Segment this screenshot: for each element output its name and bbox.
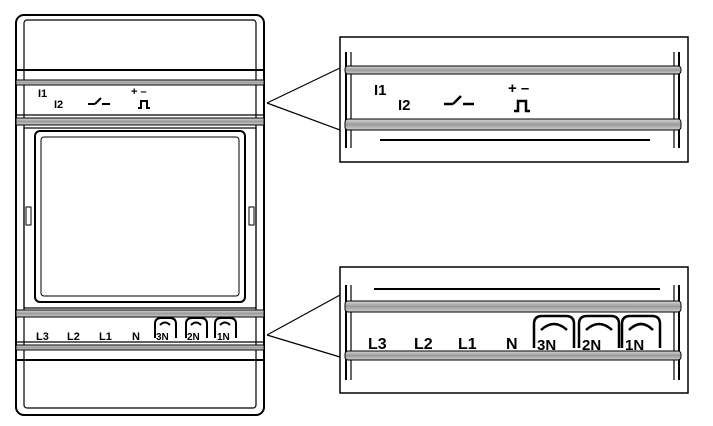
zoom-label-n: N <box>506 336 518 353</box>
terminal-label-1n: 1N <box>217 332 230 343</box>
pulse-polarity-label: + – <box>131 86 147 98</box>
terminal-label-i1: I1 <box>38 88 47 100</box>
zoom-label-i1: I1 <box>374 82 387 99</box>
zoom-switch-symbol-icon <box>444 95 474 106</box>
zoom-label-3n: 3N <box>537 337 556 354</box>
pulse-symbol-icon <box>138 100 150 109</box>
zoom-pulse-polarity-label: + – <box>508 80 529 97</box>
terminal-label-l1: L1 <box>99 331 112 343</box>
zoom-label-2n: 2N <box>582 337 601 354</box>
zoom-label-l1: L1 <box>458 336 477 353</box>
terminal-label-l2: L2 <box>67 331 80 343</box>
switch-symbol-icon <box>88 97 110 105</box>
terminal-label-3n: 3N <box>156 332 169 343</box>
top-zoom-panel: I1 I2 + – <box>339 36 689 163</box>
zoom-label-1n: 1N <box>625 337 644 354</box>
terminal-label-l3: L3 <box>36 331 49 343</box>
zoom-label-l3: L3 <box>368 336 387 353</box>
bottom-terminal-band: L3 L2 L1 N 3N 2N 1N <box>15 309 265 351</box>
display-window <box>23 127 257 309</box>
top-terminal-band: I1 I2 + – <box>15 79 265 126</box>
zoom-current-clamp-icons <box>532 314 662 348</box>
terminal-label-i2: I2 <box>54 99 63 111</box>
terminal-label-2n: 2N <box>187 332 200 343</box>
meter-body: I1 I2 + – L3 <box>15 14 265 416</box>
current-clamp-icons <box>154 317 237 338</box>
zoom-pulse-symbol-icon <box>514 99 530 113</box>
zoom-label-l2: L2 <box>414 336 433 353</box>
bottom-zoom-panel: L3 L2 L1 N 3N 2N 1N <box>339 266 689 394</box>
zoom-label-i2: I2 <box>398 97 411 114</box>
callout-lines <box>266 67 341 358</box>
terminal-label-n: N <box>132 331 140 343</box>
